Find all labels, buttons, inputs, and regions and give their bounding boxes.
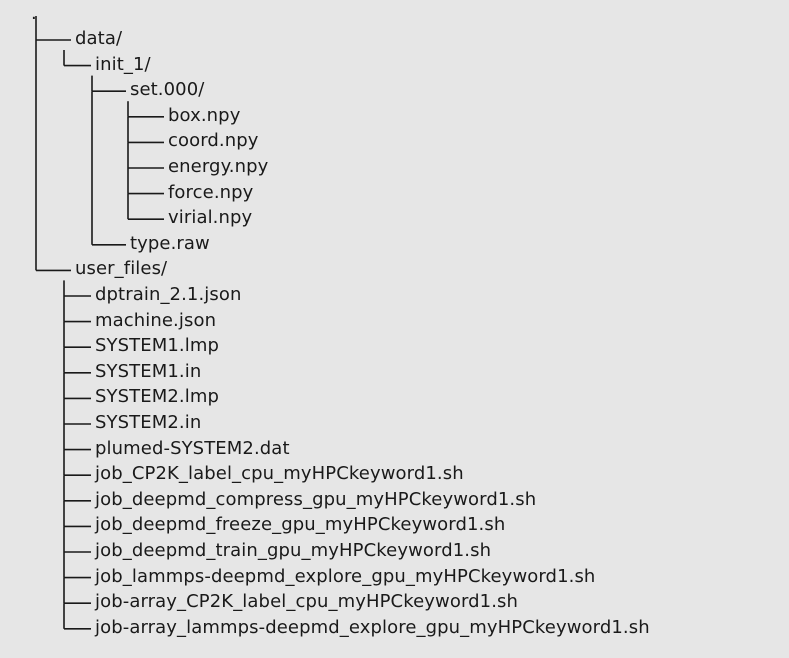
tree-node-label: dptrain_2.1.json <box>95 284 242 305</box>
tree-node-label: job-array_CP2K_label_cpu_myHPCkeyword1.s… <box>95 591 519 613</box>
tree-node-label: SYSTEM1.lmp <box>95 335 219 357</box>
tree-node-label: job_deepmd_train_gpu_myHPCkeyword1.sh <box>95 540 492 561</box>
tree-node-label: box.npy <box>168 104 241 126</box>
tree-node-label: energy.npy <box>168 156 269 177</box>
tree-node-label: job-array_lammps-deepmd_explore_gpu_myHP… <box>95 616 650 638</box>
tree-node-label: SYSTEM1.in <box>95 360 202 382</box>
tree-node-label: user_files/ <box>75 258 168 280</box>
tree-node-label: virial.npy <box>168 207 253 229</box>
tree-node-label: SYSTEM2.lmp <box>95 386 219 408</box>
tree-node-label: job_deepmd_freeze_gpu_myHPCkeyword1.sh <box>95 514 506 536</box>
tree-node-label: data/ <box>75 28 123 49</box>
tree-node-label: SYSTEM2.in <box>95 412 202 433</box>
tree-node-label: init_1/ <box>95 53 151 75</box>
tree-node-label: job_CP2K_label_cpu_myHPCkeyword1.sh <box>95 463 464 485</box>
tree-node-label: machine.json <box>95 309 217 331</box>
tree-node-label: job_lammps-deepmd_explore_gpu_myHPCkeywo… <box>95 565 596 587</box>
tree-node-label: job_deepmd_compress_gpu_myHPCkeyword1.sh <box>95 488 537 510</box>
tree-node-label: type.raw <box>130 232 210 254</box>
tree-node-label: set.000/ <box>130 79 205 101</box>
tree-node-label: force.npy <box>168 181 254 203</box>
tree-node-label: coord.npy <box>168 130 259 152</box>
tree-node-label: plumed-SYSTEM2.dat <box>95 437 290 459</box>
root-node-label: . <box>31 3 37 24</box>
